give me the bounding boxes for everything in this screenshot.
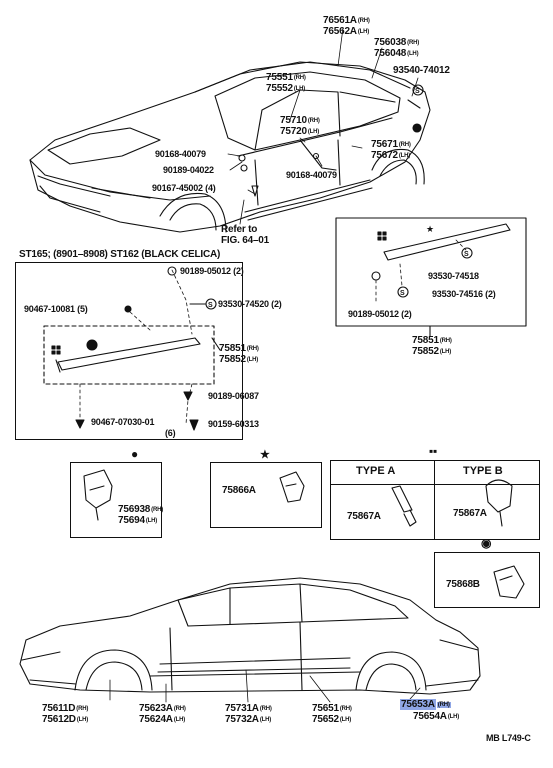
top-leader-lines — [227, 27, 419, 225]
top-car-illustration — [29, 61, 431, 233]
svg-text:S: S — [400, 290, 405, 297]
svg-text:S: S — [464, 251, 469, 258]
variant-header: ST165; (8901–8908) ST162 (BLACK CELICA) — [19, 249, 221, 260]
part-75867-b[interactable]: 75867A — [453, 508, 487, 519]
part-93540[interactable]: 93540-74012 — [393, 65, 450, 76]
part-75551[interactable]: 75551(RH) — [266, 72, 306, 83]
clip-box-2 — [210, 462, 322, 528]
part-75603[interactable]: 756038(RH) — [374, 37, 420, 48]
part-90189-b[interactable]: 90189-05012 (2) — [180, 266, 244, 276]
part-75604[interactable]: 756048(LH) — [374, 48, 419, 59]
part-75732[interactable]: 75732A(LH) — [225, 714, 272, 725]
dot-symbol: ● — [131, 447, 139, 461]
part-75693[interactable]: 756938(RH) — [118, 504, 164, 515]
part-93530-a[interactable]: 93530-74520 (2) — [218, 299, 282, 309]
black-celica-box — [15, 262, 243, 440]
svg-text:S: S — [415, 88, 420, 95]
left-box-art: S — [43, 266, 221, 431]
part-90159[interactable]: 90159-60313 — [208, 419, 259, 429]
part-75868[interactable]: 75868B — [446, 579, 480, 590]
part-90189-d[interactable]: 90189-05012 (2) — [348, 309, 412, 319]
part-90168-a[interactable]: 90168-40079 — [155, 149, 206, 159]
part-75852[interactable]: 75852(LH) — [219, 354, 259, 365]
bottom-car-illustration — [19, 577, 481, 695]
part-93530-c[interactable]: 93530-74516 (2) — [432, 289, 496, 299]
grid-symbol: ▪▪ — [429, 444, 438, 458]
diagram-code: MB L749-C — [486, 733, 531, 743]
part-75720[interactable]: 75720(LH) — [280, 126, 320, 137]
part-93530-b[interactable]: 93530-74518 — [428, 271, 479, 281]
svg-text:S: S — [208, 302, 213, 309]
part-76561[interactable]: 76561A(RH) — [323, 15, 370, 26]
part-90168-b[interactable]: 90168-40079 — [286, 170, 337, 180]
part-75672[interactable]: 75672(LH) — [371, 150, 411, 161]
part-75710[interactable]: 75710(RH) — [280, 115, 320, 126]
part-90467-a[interactable]: 90467-10081 (5) — [24, 304, 88, 314]
type-b-header: TYPE B — [463, 465, 503, 477]
clip-box-4 — [434, 552, 540, 608]
part-90167[interactable]: 90167-45002 (4) — [152, 183, 216, 193]
refer-to-text: Refer to — [221, 224, 258, 235]
part-90467-b[interactable]: 90467-07030-01 — [91, 417, 155, 427]
right-box-art: ★ S S — [335, 217, 527, 337]
part-90189-c[interactable]: 90189-06087 — [208, 391, 259, 401]
part-75851-r[interactable]: 75851(RH) — [412, 335, 452, 346]
type-a-header: TYPE A — [356, 465, 396, 477]
part-75654[interactable]: 75654A(LH) — [413, 711, 460, 722]
part-90189-a[interactable]: 90189-04022 — [163, 165, 214, 175]
part-75671[interactable]: 75671(RH) — [371, 139, 411, 150]
svg-text:★: ★ — [426, 224, 434, 234]
part-75866[interactable]: 75866A — [222, 485, 256, 496]
part-75623[interactable]: 75623A(RH) — [139, 703, 186, 714]
part-76562[interactable]: 76562A(LH) — [323, 26, 370, 37]
fig-reference-link[interactable]: FIG. 64–01 — [221, 235, 270, 246]
star-symbol: ★ — [260, 449, 270, 461]
part-75552[interactable]: 75552(LH) — [266, 83, 306, 94]
clip-box-1 — [70, 462, 162, 538]
clip-box-art — [83, 469, 525, 599]
part-75652[interactable]: 75652(LH) — [312, 714, 352, 725]
part-75851[interactable]: 75851(RH) — [219, 343, 259, 354]
part-75852-r[interactable]: 75852(LH) — [412, 346, 452, 357]
part-75611[interactable]: 75611D(RH) — [42, 703, 89, 714]
part-75731[interactable]: 75731A(RH) — [225, 703, 272, 714]
part-90467-b-qty: (6) — [165, 428, 176, 438]
part-75694[interactable]: 75694(LH) — [118, 515, 158, 526]
top-fastener-icons: S — [238, 84, 424, 197]
type-table-col-divider — [434, 460, 435, 540]
part-75867-a[interactable]: 75867A — [347, 511, 381, 522]
type-table-box — [330, 460, 540, 540]
part-75612[interactable]: 75612D(LH) — [42, 714, 89, 725]
type-table-divider — [330, 484, 540, 485]
part-75651[interactable]: 75651(RH) — [312, 703, 352, 714]
part-75624[interactable]: 75624A(LH) — [139, 714, 186, 725]
circle-dot-symbol: ◉ — [481, 536, 492, 550]
part-75653-highlighted[interactable]: 75653A(RH) — [400, 699, 451, 710]
